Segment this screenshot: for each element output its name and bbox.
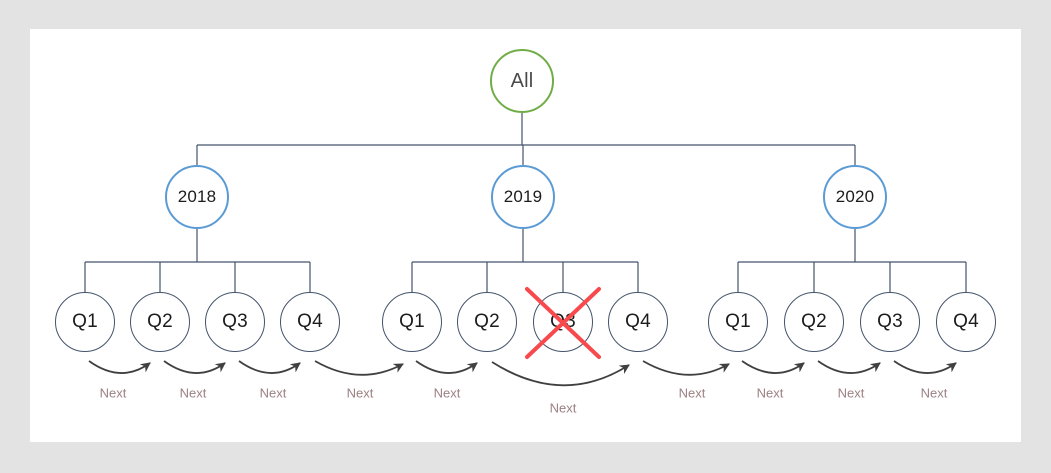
next-label-skip: Next <box>549 400 577 416</box>
year-node-2019: 2019 <box>491 165 555 229</box>
quarter-node-2018-q1: Q1 <box>55 292 115 352</box>
next-arrow <box>415 360 478 374</box>
year-node-2020: 2020 <box>823 165 887 229</box>
quarter-node-label: Q2 <box>801 311 827 332</box>
next-label: Next <box>756 385 784 401</box>
next-label: Next <box>99 385 127 401</box>
quarter-node-label: Q2 <box>474 311 500 332</box>
next-label: Next <box>346 385 374 401</box>
next-label: Next <box>837 385 865 401</box>
year-node-label: 2018 <box>177 187 217 206</box>
quarter-node-2018-q4: Q4 <box>280 292 340 352</box>
quarter-node-2020-q1: Q1 <box>708 292 768 352</box>
quarter-node-2019-q3-crossed: Q3 <box>533 292 593 352</box>
quarter-node-2018-q2: Q2 <box>130 292 190 352</box>
quarter-node-label: Q1 <box>725 311 751 332</box>
root-node-all: All <box>490 49 554 113</box>
quarter-node-label: Q4 <box>625 311 651 332</box>
quarter-node-label: Q1 <box>72 311 98 332</box>
year-node-2018: 2018 <box>165 165 229 229</box>
next-arrow <box>163 360 226 374</box>
next-arrow <box>238 360 301 374</box>
next-arrow-skip <box>491 361 630 387</box>
quarter-node-2018-q3: Q3 <box>205 292 265 352</box>
quarter-node-2019-q4: Q4 <box>608 292 668 352</box>
next-label: Next <box>259 385 287 401</box>
year-node-label: 2020 <box>835 187 875 206</box>
next-arrow <box>817 360 881 374</box>
next-label: Next <box>920 385 948 401</box>
next-arrow <box>314 360 404 376</box>
quarter-node-label: Q3 <box>877 311 903 332</box>
quarter-node-2019-q2: Q2 <box>457 292 517 352</box>
quarter-node-label: Q1 <box>399 311 425 332</box>
quarter-node-label: Q2 <box>147 311 173 332</box>
quarter-node-2019-q1: Q1 <box>382 292 442 352</box>
quarter-node-2020-q2: Q2 <box>784 292 844 352</box>
next-arrow <box>741 360 805 374</box>
quarter-node-label: Q3 <box>222 311 248 332</box>
quarter-node-label: Q3 <box>550 311 576 332</box>
next-label: Next <box>433 385 461 401</box>
next-arrow <box>88 360 151 374</box>
quarter-node-2020-q4: Q4 <box>936 292 996 352</box>
root-node-label: All <box>510 69 534 92</box>
next-arrows <box>88 360 957 387</box>
next-label: Next <box>678 385 706 401</box>
next-label: Next <box>179 385 207 401</box>
quarter-node-label: Q4 <box>953 311 979 332</box>
hierarchy-connectors <box>84 113 967 292</box>
year-node-label: 2019 <box>503 187 543 206</box>
quarter-node-2020-q3: Q3 <box>860 292 920 352</box>
next-arrow <box>893 360 957 374</box>
next-arrow <box>642 360 730 376</box>
quarter-node-label: Q4 <box>297 311 323 332</box>
